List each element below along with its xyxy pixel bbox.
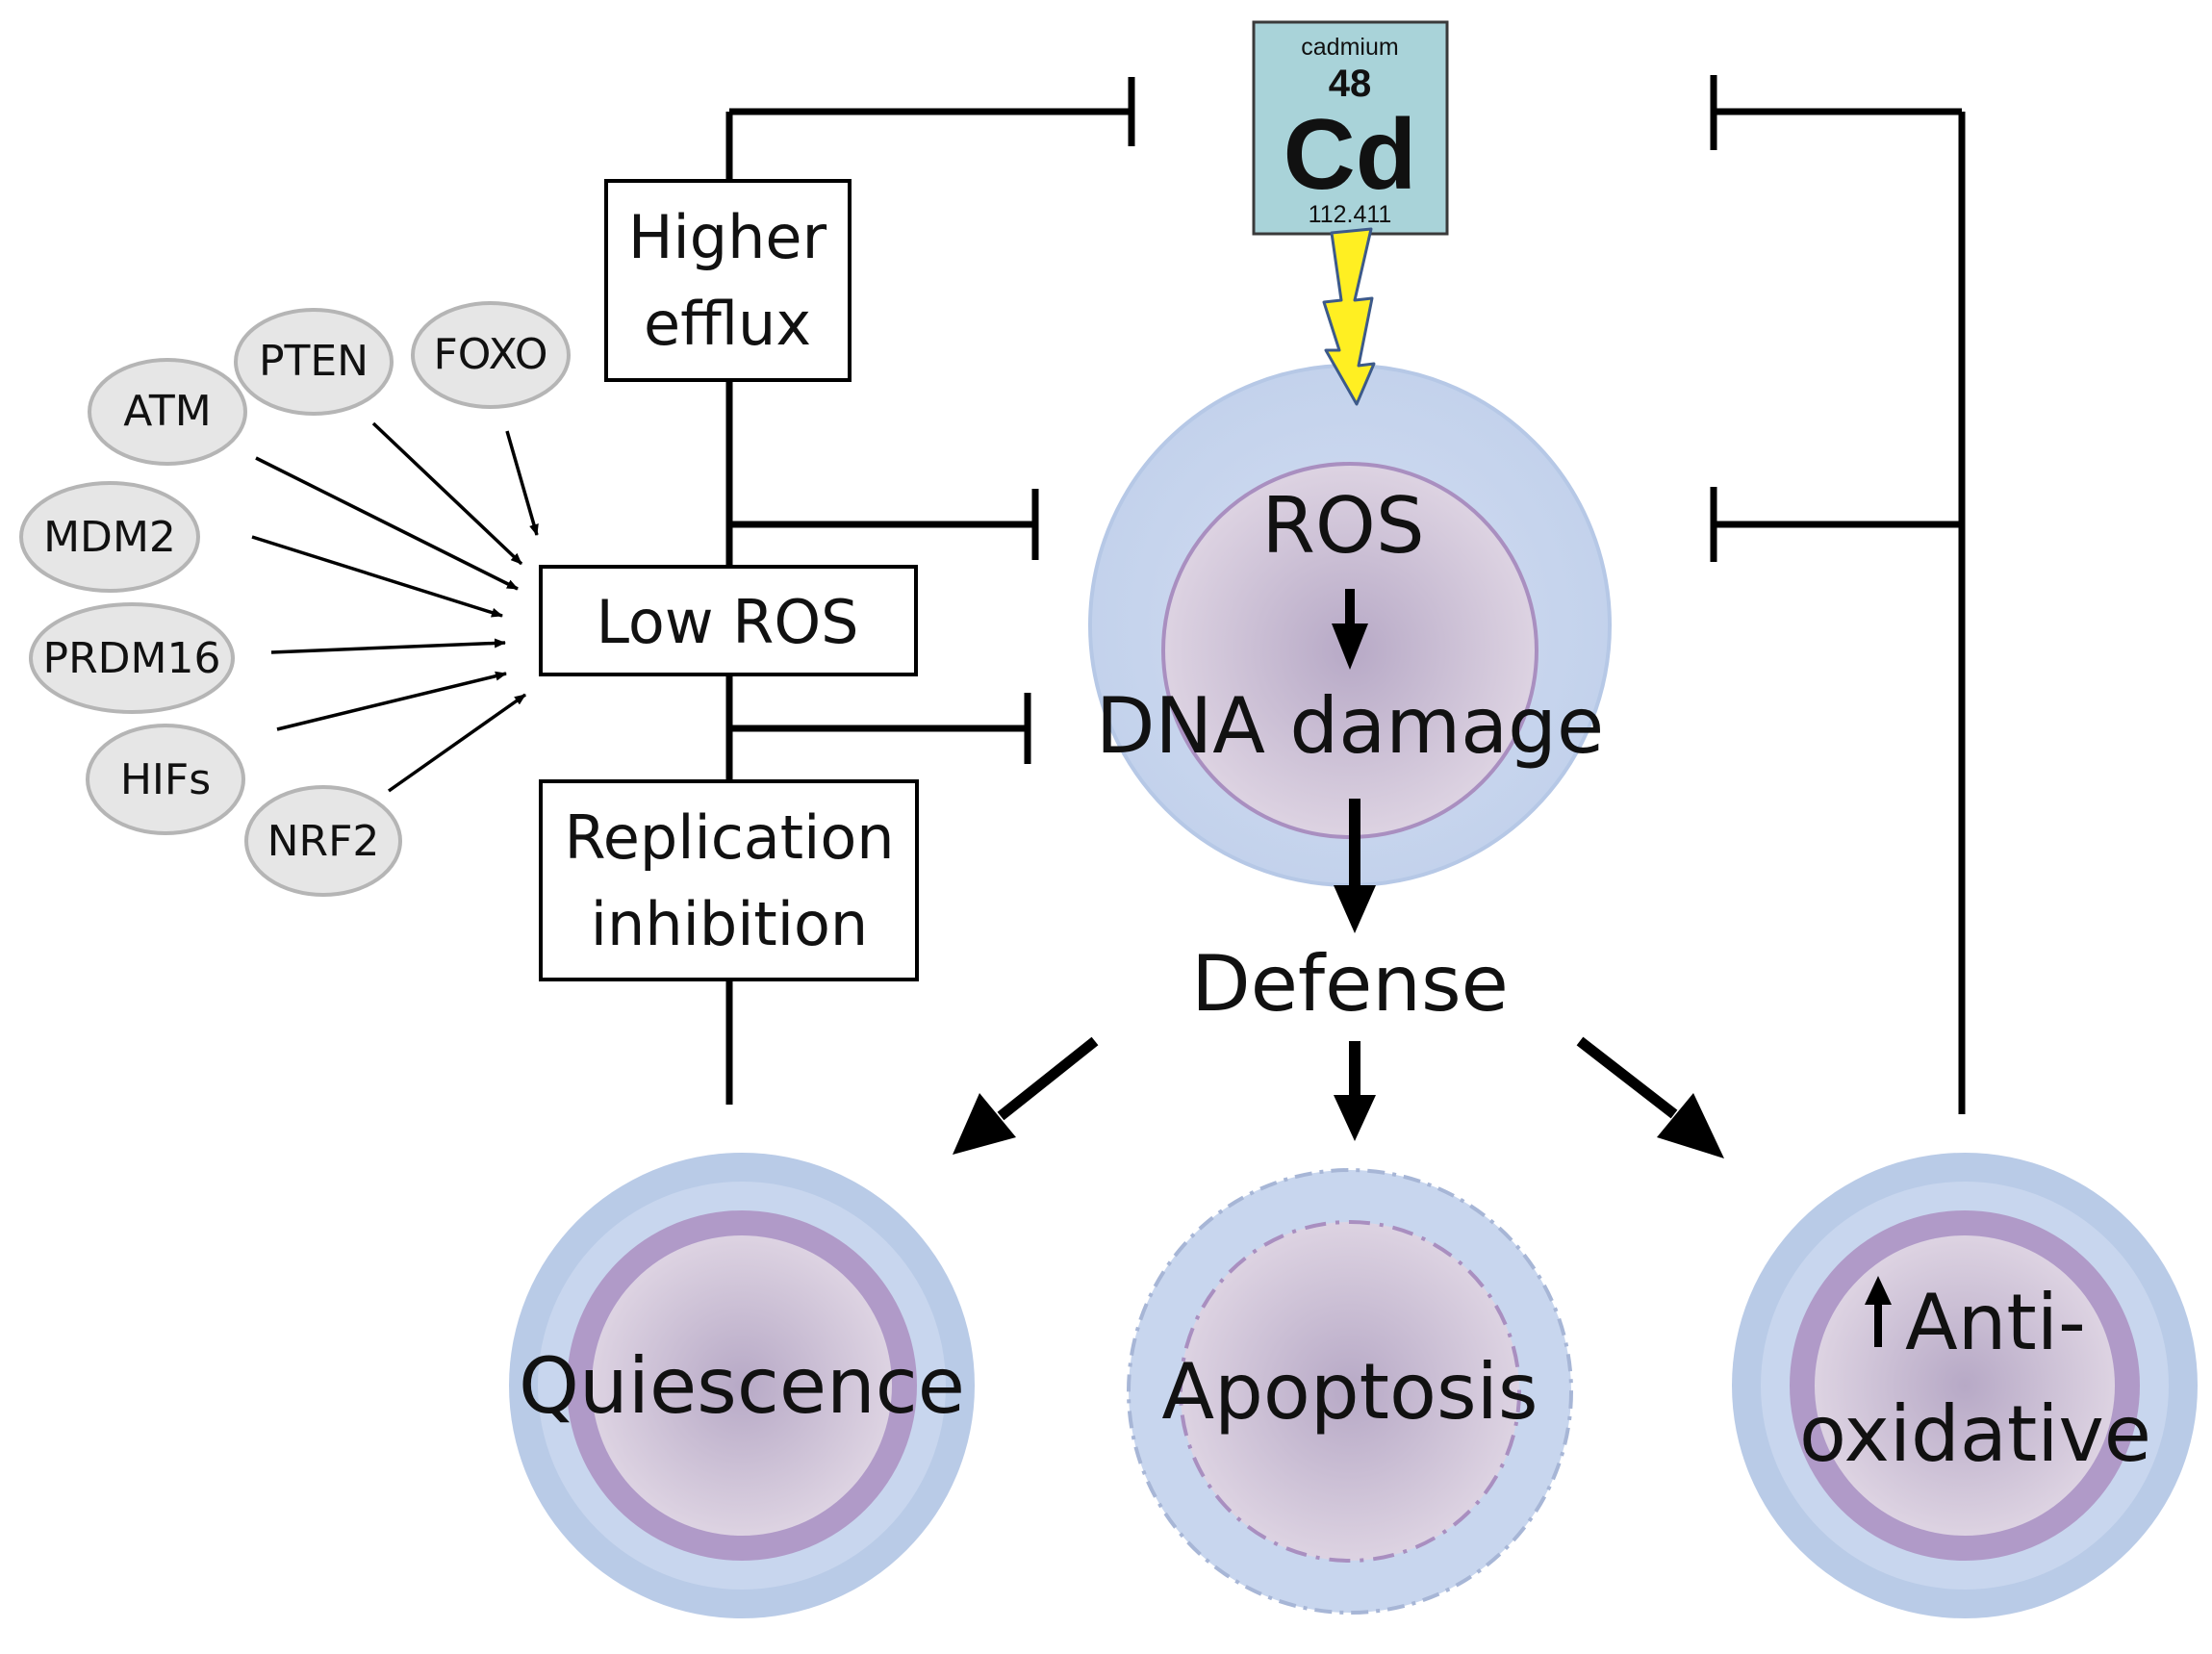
lightning-bolt-icon	[1322, 227, 1376, 406]
antioxidative-line2: oxidative	[1799, 1389, 2151, 1479]
regulator-prdm16: PRDM16	[29, 602, 235, 714]
quiescence-cell: Quiescence	[509, 1153, 975, 1618]
regulator-foxo: FOXO	[411, 301, 571, 409]
antioxidative-cell: Anti- oxidative	[1732, 1153, 2198, 1618]
cadmium-element-tile: cadmium 48 Cd 112.411	[1252, 20, 1449, 236]
apoptosis-cell: Apoptosis	[1127, 1168, 1573, 1615]
replication-inhibition-line2: inhibition	[591, 889, 868, 959]
quiescence-label: Quiescence	[519, 1341, 965, 1431]
dna-damage-label: DNA damage	[1096, 681, 1604, 771]
regulator-mdm2-label: MDM2	[43, 513, 176, 562]
regulator-hifs: HIFs	[86, 724, 245, 835]
element-number: 48	[1329, 63, 1372, 105]
replication-inhibition-box: Replication inhibition	[539, 779, 919, 981]
regulator-foxo-label: FOXO	[433, 330, 547, 379]
up-arrow-icon	[1865, 1276, 1892, 1347]
higher-efflux-line2: efflux	[644, 289, 811, 359]
regulator-pten: PTEN	[234, 308, 394, 416]
defense-to-quiescence-arrow	[953, 1036, 1099, 1155]
ros-to-dna-arrow	[1332, 589, 1368, 670]
left-inhibition-lines	[725, 77, 1135, 1105]
regulator-atm-label: ATM	[123, 387, 212, 436]
replication-inhibition-line1: Replication	[564, 802, 894, 873]
ros-label: ROS	[1261, 481, 1424, 571]
regulator-nrf2: NRF2	[244, 785, 402, 897]
defense-to-antioxidative-arrow	[1576, 1036, 1724, 1158]
element-name: cadmium	[1301, 34, 1398, 61]
regulator-nrf2-label: NRF2	[267, 817, 380, 866]
low-ros-box: Low ROS	[539, 565, 918, 676]
element-mass: 112.411	[1309, 201, 1392, 228]
higher-efflux-line1: Higher	[628, 202, 827, 272]
regulator-pten-label: PTEN	[259, 337, 369, 386]
low-ros-label: Low ROS	[596, 587, 858, 657]
regulator-prdm16-label: PRDM16	[43, 634, 221, 683]
right-inhibition-lines	[1710, 75, 1966, 1114]
element-symbol: Cd	[1284, 99, 1417, 211]
regulator-mdm2: MDM2	[19, 481, 200, 593]
defense-to-apoptosis-arrow	[1334, 1041, 1376, 1141]
dna-to-defense-arrow	[1334, 799, 1376, 933]
regulator-hifs-label: HIFs	[120, 755, 211, 804]
defense-label: Defense	[1191, 939, 1509, 1029]
regulators: ATM PTEN FOXO MDM2 PRDM16 HIFs NRF2	[19, 301, 571, 897]
regulator-atm: ATM	[88, 358, 247, 466]
apoptosis-label: Apoptosis	[1161, 1347, 1538, 1437]
higher-efflux-box: Higher efflux	[604, 179, 852, 382]
antioxidative-line1: Anti-	[1905, 1278, 2086, 1367]
regulator-arrows	[251, 421, 539, 793]
